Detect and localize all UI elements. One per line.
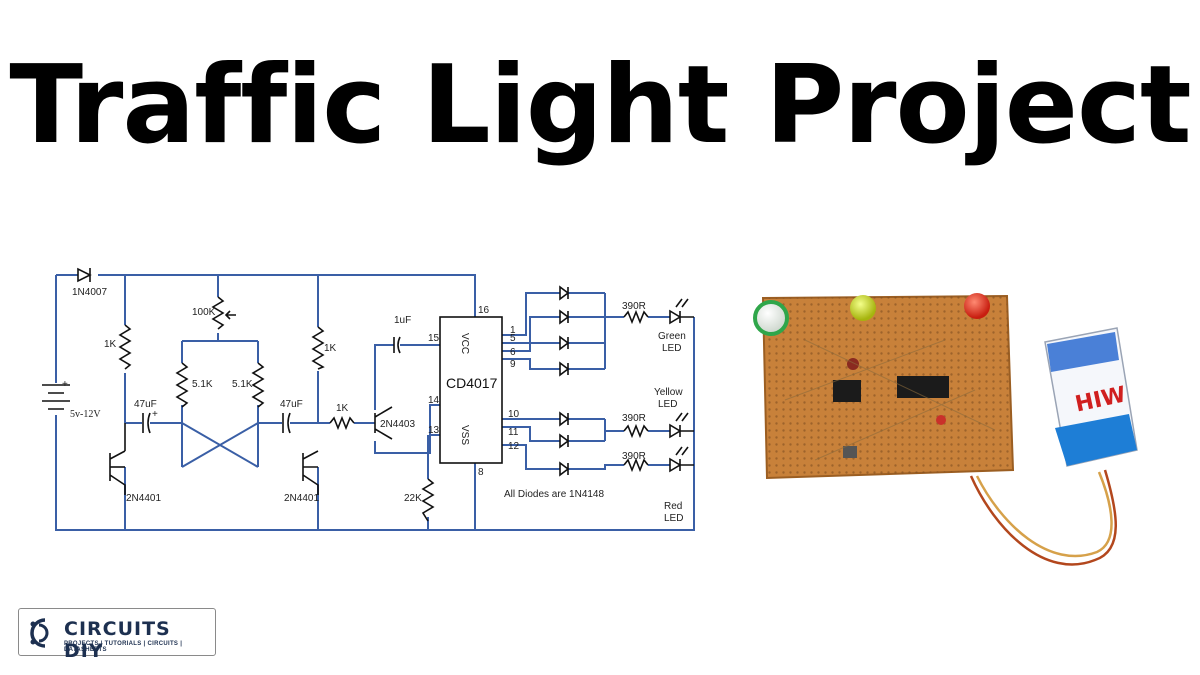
- ic-chip-small: [833, 380, 861, 402]
- label-r22k: 22K: [404, 493, 422, 504]
- label-r-red: 390R: [622, 451, 646, 462]
- board-leds: [753, 293, 990, 336]
- pin-8: 8: [478, 467, 484, 478]
- label-led-yellow-2: LED: [658, 399, 677, 410]
- pin-16: 16: [478, 305, 490, 316]
- ic-chip-large: [897, 376, 949, 398]
- label-q-right: 2N4401: [284, 493, 319, 504]
- circuit-schematic: 1N4007 + 5v-12V 1K 100K 5.1K 5.1K 1K 47u…: [42, 267, 695, 531]
- label-r-base: 1K: [336, 403, 349, 414]
- label-pot: 100K: [192, 307, 216, 318]
- transistor-icon: [843, 446, 857, 458]
- logo-name: CIRCUITS DIY: [64, 618, 171, 662]
- capacitor-icon-2: [936, 415, 946, 425]
- label-cap-left: 47uF: [134, 399, 157, 410]
- pin-5: 5: [510, 333, 516, 344]
- pin-9: 9: [510, 359, 516, 370]
- label-led-red-2: LED: [664, 513, 683, 524]
- label-cap-left-plus: +: [152, 409, 158, 420]
- battery-9v: HIW: [1044, 327, 1138, 467]
- led-yellow-icon: [850, 295, 876, 321]
- label-r51k-left: 5.1K: [192, 379, 213, 390]
- brand-logo: CIRCUITS DIY PROJECTS | TUTORIALS | CIRC…: [18, 608, 216, 662]
- pcb-photo: HIW: [753, 293, 1138, 566]
- label-led-yellow: Yellow: [654, 387, 683, 398]
- label-cap-top: 1uF: [394, 315, 411, 326]
- label-diode-note: All Diodes are 1N4148: [504, 489, 604, 500]
- label-supply-plus: +: [62, 379, 68, 390]
- capacitor-icon: [847, 358, 859, 370]
- label-r-left: 1K: [104, 339, 117, 350]
- led-white-icon: [753, 300, 789, 336]
- label-led-red: Red: [664, 501, 682, 512]
- pin-14: 14: [428, 395, 440, 406]
- ic-name: CD4017: [446, 375, 498, 391]
- label-supply: 5v-12V: [70, 409, 101, 420]
- pin-11: 11: [508, 427, 519, 438]
- schematic-wires: [55, 274, 695, 531]
- pin-13: 13: [428, 425, 440, 436]
- board-components: [784, 339, 996, 461]
- pin-15: 15: [428, 333, 440, 344]
- pin-12: 12: [508, 441, 520, 452]
- logo-tagline: PROJECTS | TUTORIALS | CIRCUITS | DATASH…: [64, 641, 183, 653]
- pin-10: 10: [508, 409, 520, 420]
- schematic-labels: 1N4007 + 5v-12V 1K 100K 5.1K 5.1K 1K 47u…: [62, 287, 686, 524]
- label-q-left: 2N4401: [126, 493, 161, 504]
- label-cap-right: 47uF: [280, 399, 303, 410]
- pin-6: 6: [510, 347, 516, 358]
- ic-vcc: VCC: [459, 333, 470, 354]
- label-q-pnp: 2N4403: [380, 419, 415, 430]
- label-led-green: Green: [658, 331, 686, 342]
- label-r-yellow: 390R: [622, 413, 646, 424]
- led-red-icon: [964, 293, 990, 319]
- battery-wires: [969, 469, 1117, 566]
- page-title: Traffic Light Project: [9, 43, 1191, 168]
- schematic-components: [42, 267, 694, 522]
- perfboard: [761, 294, 1015, 480]
- label-r-right: 1K: [324, 343, 337, 354]
- label-r51k-right: 5.1K: [232, 379, 253, 390]
- label-diode-in: 1N4007: [72, 287, 107, 298]
- circuits-diy-logo-icon: [30, 618, 49, 648]
- label-r-green: 390R: [622, 301, 646, 312]
- pin-1: 1: [510, 325, 516, 336]
- label-led-green-2: LED: [662, 343, 681, 354]
- ic-vss: VSS: [459, 425, 470, 445]
